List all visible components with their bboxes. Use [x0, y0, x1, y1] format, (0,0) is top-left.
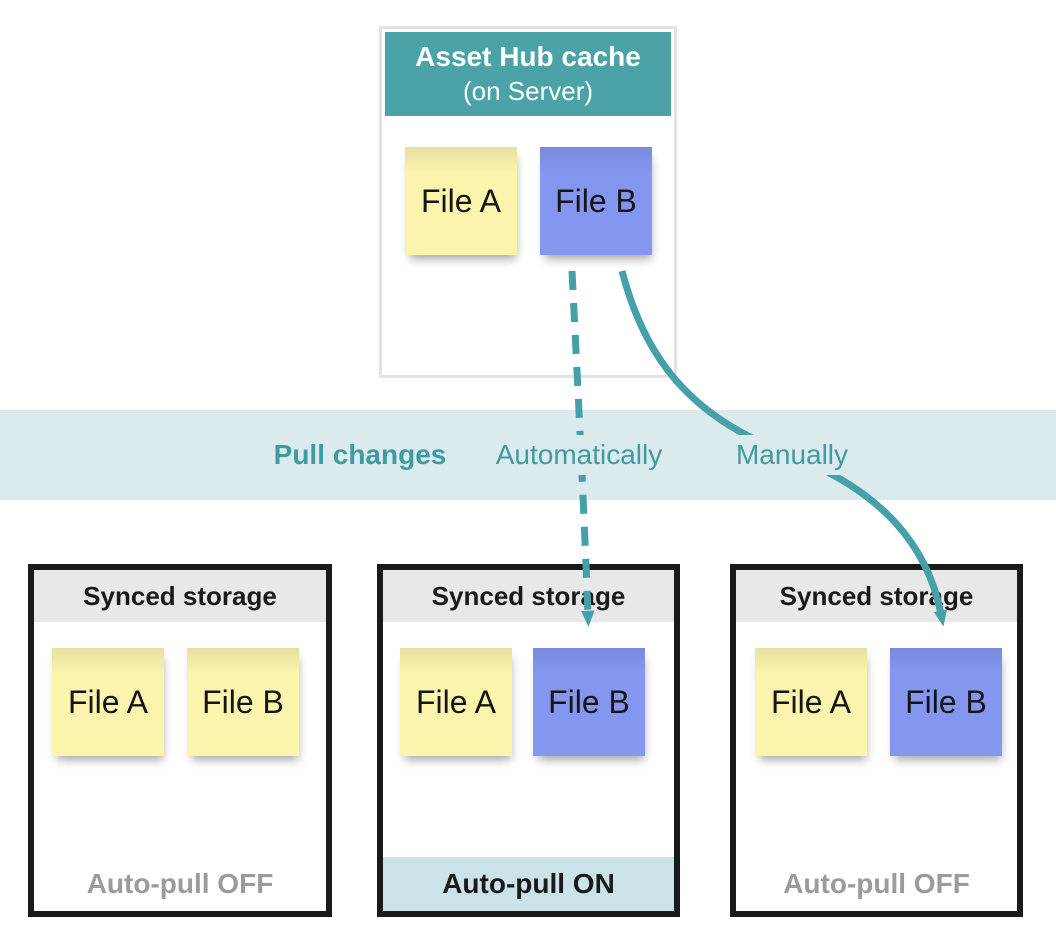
- storage-box-left: Synced storage File A File B Auto-pull O…: [28, 564, 332, 917]
- auto-pull-status: Auto-pull ON: [383, 857, 674, 911]
- file-label: File A: [415, 683, 497, 720]
- cache-subtitle: (on Server): [462, 76, 594, 107]
- file-label: File B: [202, 683, 284, 720]
- storage-header: Synced storage: [736, 570, 1017, 622]
- auto-pull-status: Auto-pull OFF: [783, 868, 970, 899]
- storage-middle-note-file-b: File B: [533, 648, 645, 756]
- cache-title: Asset Hub cache: [415, 40, 641, 72]
- storage-left-note-file-b: File B: [187, 648, 299, 756]
- automatically-label: Automatically: [483, 435, 675, 475]
- storage-right-note-file-a: File A: [755, 648, 867, 756]
- file-label: File B: [905, 683, 987, 720]
- pull-changes-label: Pull changes: [261, 435, 459, 475]
- cache-note-file-a: File A: [405, 147, 517, 255]
- file-label: File B: [548, 683, 630, 720]
- storage-middle-note-file-a: File A: [400, 648, 512, 756]
- storage-header: Synced storage: [383, 570, 674, 622]
- cache-note-file-b: File B: [540, 147, 652, 255]
- storage-title: Synced storage: [83, 580, 277, 611]
- manually-label: Manually: [723, 435, 861, 475]
- file-label: File A: [420, 182, 502, 219]
- file-label: File A: [67, 683, 149, 720]
- storage-title: Synced storage: [431, 580, 626, 611]
- storage-header: Synced storage: [34, 570, 326, 622]
- auto-pull-status: Auto-pull OFF: [86, 868, 274, 899]
- storage-left-note-file-a: File A: [52, 648, 164, 756]
- cache-header: Asset Hub cache (on Server): [385, 32, 671, 116]
- storage-box-right: Synced storage File A File B Auto-pull O…: [730, 564, 1023, 917]
- storage-box-middle: Synced storage File A File B Auto-pull O…: [377, 564, 680, 917]
- storage-right-note-file-b: File B: [890, 648, 1002, 756]
- file-label: File B: [555, 182, 637, 219]
- storage-title: Synced storage: [779, 580, 974, 611]
- asset-hub-cache-box: Asset Hub cache (on Server) File A File …: [379, 26, 677, 378]
- file-label: File A: [770, 683, 852, 720]
